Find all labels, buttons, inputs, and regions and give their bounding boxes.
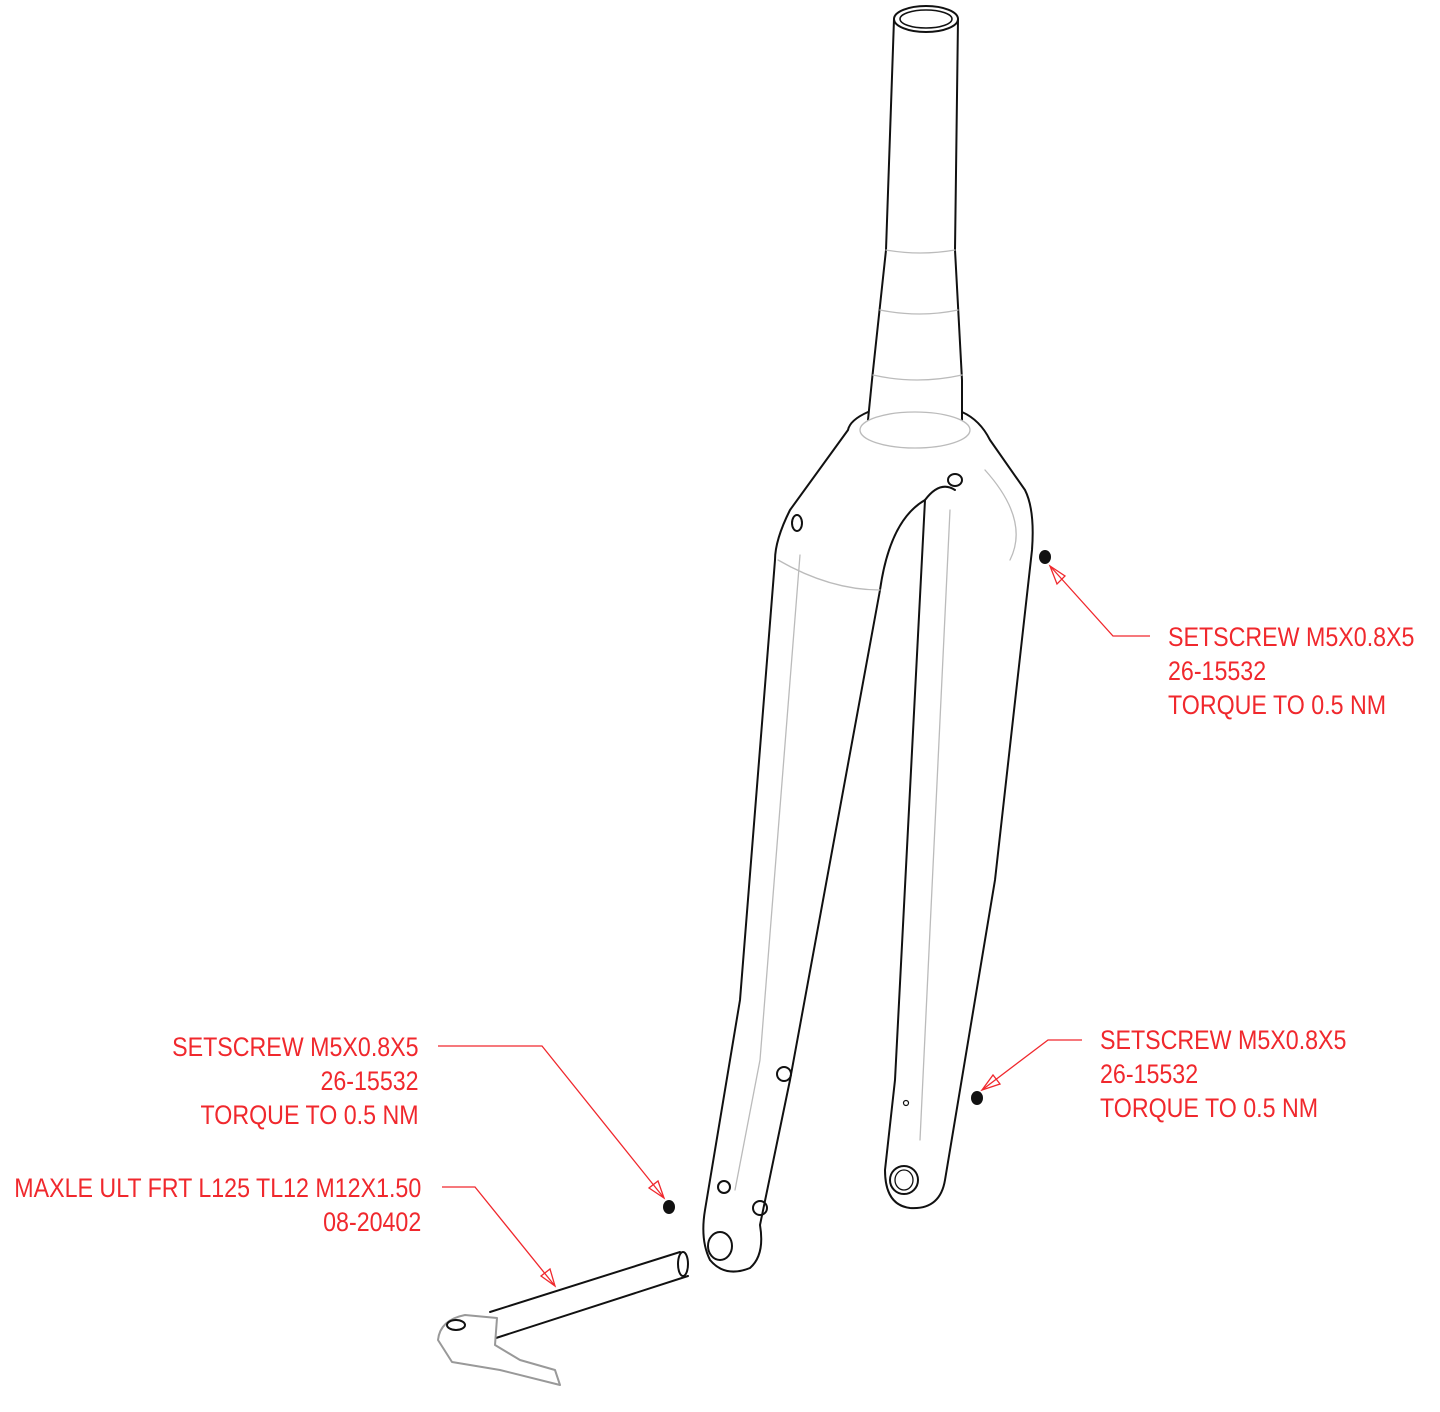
leader-lines <box>438 564 1150 1288</box>
callout-torque: TORQUE TO 0.5 NM <box>1100 1093 1319 1123</box>
callout-part-name: SETSCREW M5X0.8X5 <box>1168 622 1415 652</box>
dropouts <box>707 473 963 1261</box>
callout-setscrew-bottom-right: SETSCREW M5X0.8X5 26-15532 TORQUE TO 0.5… <box>1100 1023 1387 1125</box>
callout-part-name: MAXLE ULT FRT L125 TL12 M12X1.50 <box>13 1173 421 1203</box>
callout-setscrew-top-right: SETSCREW M5X0.8X5 26-15532 TORQUE TO 0.5… <box>1168 620 1440 722</box>
steerer-tube <box>867 5 963 421</box>
callout-part-number: 08-20402 <box>322 1207 421 1237</box>
setscrews <box>663 550 1051 1214</box>
hidden-lines <box>734 249 1017 1191</box>
callout-part-name: SETSCREW M5X0.8X5 <box>1100 1025 1347 1055</box>
callout-part-number: 26-15532 <box>320 1066 419 1096</box>
fork-body <box>702 411 1034 1273</box>
callout-setscrew-left: SETSCREW M5X0.8X5 26-15532 TORQUE TO 0.5… <box>132 1030 419 1132</box>
callout-part-name: SETSCREW M5X0.8X5 <box>172 1032 419 1062</box>
callout-part-number: 26-15532 <box>1100 1059 1199 1089</box>
callout-part-number: 26-15532 <box>1168 656 1267 686</box>
callout-torque: TORQUE TO 0.5 NM <box>1168 690 1387 720</box>
callout-maxle: MAXLE ULT FRT L125 TL12 M12X1.50 08-2040… <box>0 1171 421 1239</box>
callout-torque: TORQUE TO 0.5 NM <box>200 1100 419 1130</box>
thru-axle <box>437 1251 689 1386</box>
